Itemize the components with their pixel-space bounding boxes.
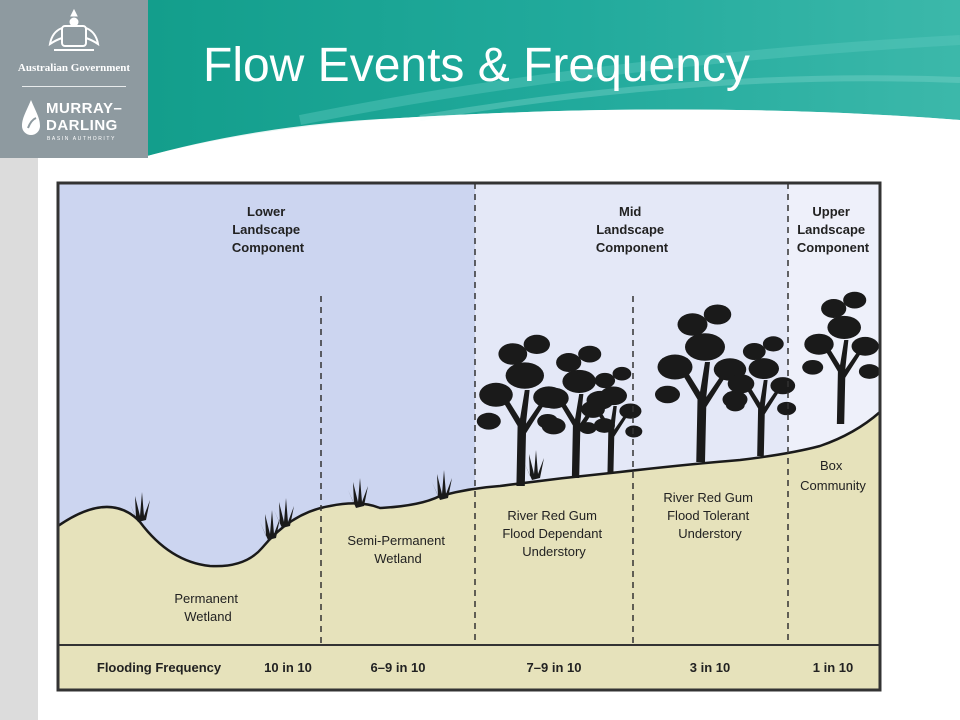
zone-label-mid: Mid Landscape Component: [596, 204, 669, 255]
coat-of-arms-icon: [48, 8, 100, 51]
frequency-value-permanent: 10 in 10: [264, 660, 312, 675]
habitat-label-flood-tolerant: River Red Gum Flood Tolerant Understory: [663, 490, 756, 541]
habitat-label-permanent: Permanent Wetland: [174, 591, 241, 624]
zone-label-upper: Upper Landscape Component: [797, 204, 870, 255]
government-label: Australian Government: [17, 62, 131, 74]
frequency-label: Flooding Frequency: [97, 660, 222, 675]
habitat-label-flood-dependant: River Red Gum Flood Dependant Understory: [502, 508, 605, 559]
frequency-value-flood-dependant: 7–9 in 10: [527, 660, 582, 675]
mdba-logo-line1: MURRAY–: [46, 100, 123, 117]
zone-dividers: [320, 183, 789, 690]
frequency-value-box: 1 in 10: [813, 660, 853, 675]
diagram-frame: [56, 181, 882, 692]
logo-panel: Australian Government MURRAY– DARLING BA…: [0, 0, 148, 158]
mdba-drop-icon: [22, 100, 40, 135]
frequency-value-flood-tolerant: 3 in 10: [690, 660, 730, 675]
zone-label-lower: Lower Landscape Component: [232, 204, 305, 255]
mdba-logo-line2: DARLING: [46, 117, 118, 134]
ground-outline: [57, 411, 881, 568]
logo-divider: [22, 86, 126, 87]
habitat-label-semi-permanent: Semi-Permanent Wetland: [347, 533, 448, 566]
habitat-label-box: Box Community: [800, 458, 866, 493]
header-banner: [0, 0, 960, 160]
mdba-logo-line3: BASIN AUTHORITY: [47, 136, 117, 142]
page-title: Flow Events & Frequency: [203, 39, 750, 92]
ground: [58, 412, 880, 645]
frequency-value-semi-permanent: 6–9 in 10: [371, 660, 426, 675]
